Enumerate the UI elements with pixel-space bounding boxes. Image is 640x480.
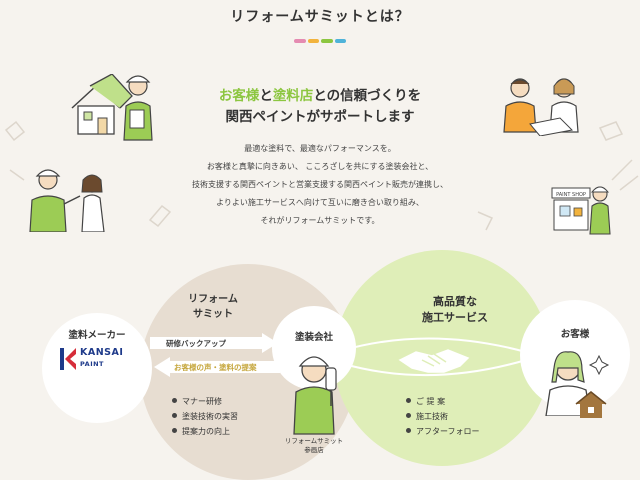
bullet-icon [172,428,177,433]
house-icon [71,74,133,135]
customer-label: お客様 [560,329,590,340]
body-line: 技術支援する関西ペイントと営業支援する関西ペイント販売が連携し、 [192,180,448,189]
accent-orange [307,39,319,43]
bullet-icon [406,428,411,433]
arrow-left-label: お客様の声・塗料の提案 [174,363,257,372]
background-decor-icon [4,120,639,231]
kansai-logo-icon [60,348,76,370]
page-title: リフォームサミットとは？ [230,9,410,25]
headline: お客様と塗料店との信頼づくりを 関西ペイントがサポートします [180,86,460,128]
quality-label-line: 施工サービス [422,311,488,324]
handshake-icon [398,349,470,373]
connector-lines-icon [343,337,527,377]
summit-list: マナー研修 塗装技術の実習 提案力の向上 [172,394,238,439]
summit-label: リフォーム サミット [158,292,268,322]
painter-caption-line: リフォームサミット [284,437,344,445]
body-line: お客様と真摯に向きあい、 こころざしを共にする塗装会社と、 [206,162,434,171]
headline-line2: 関西ペイントがサポートします [225,109,415,125]
painter-worker-icon [293,356,337,435]
arrow-left-icon [154,357,280,377]
quality-list: ご 提 案 施工技術 アフターフォロー [406,394,480,439]
svg-text:PAINT SHOP: PAINT SHOP [556,192,586,198]
accent-bar [294,39,346,43]
painter-caption: リフォームサミット 参画店 [268,437,360,455]
bullet-icon [172,398,177,403]
list-item: 施工技術 [406,409,480,424]
headline-painter: 塗料店 [272,88,314,104]
small-house-icon [575,391,607,418]
worker-pointing-icon [29,169,105,232]
arrow-right-icon [150,333,278,353]
bullet-icon [406,398,411,403]
arrow-right-label: 研修バックアップ [166,339,226,348]
list-item: 塗装技術の実習 [172,409,238,424]
accent-blue [334,39,346,43]
quality-label-line: 高品質な [433,295,477,308]
summit-label-line: リフォーム [188,294,238,305]
accent-green [321,39,333,43]
headline-and: と [259,88,273,104]
painter-label: 塗装会社 [294,332,333,343]
summit-label-line: サミット [193,309,233,320]
meeting-icon [503,78,579,136]
list-item: アフターフォロー [406,424,480,439]
headline-rest: との信頼づくりを [313,88,422,104]
kansai-logo-sub: PAINT [80,360,104,368]
list-item: マナー研修 [172,394,238,409]
headline-customer: お客様 [218,88,260,104]
body-line: それがリフォームサミットです。 [260,216,380,225]
customer-woman-icon [545,351,610,416]
list-item: 提案力の向上 [172,424,238,439]
paint-shop-icon: PAINT SHOP [551,186,611,235]
kansai-logo-name: KANSAI [80,347,124,358]
painter-caption-line: 参画店 [304,446,324,454]
body-line: よりよい施工サービスへ向けて互いに磨き合い取り組み、 [216,198,424,207]
body-line: 最適な塗料で、最適なパフォーマンスを。 [244,144,396,153]
paint-maker-label: 塗料メーカー [68,330,126,341]
accent-pink [294,39,306,43]
bullet-icon [172,413,177,418]
quality-service-label: 高品質な 施工サービス [400,294,510,326]
bullet-icon [406,413,411,418]
list-item: ご 提 案 [406,394,480,409]
worker-clipboard-icon [123,75,153,141]
body-text: 最適な塗料で、最適なパフォーマンスを。 お客様と真摯に向きあい、 こころざしを共… [150,140,490,230]
